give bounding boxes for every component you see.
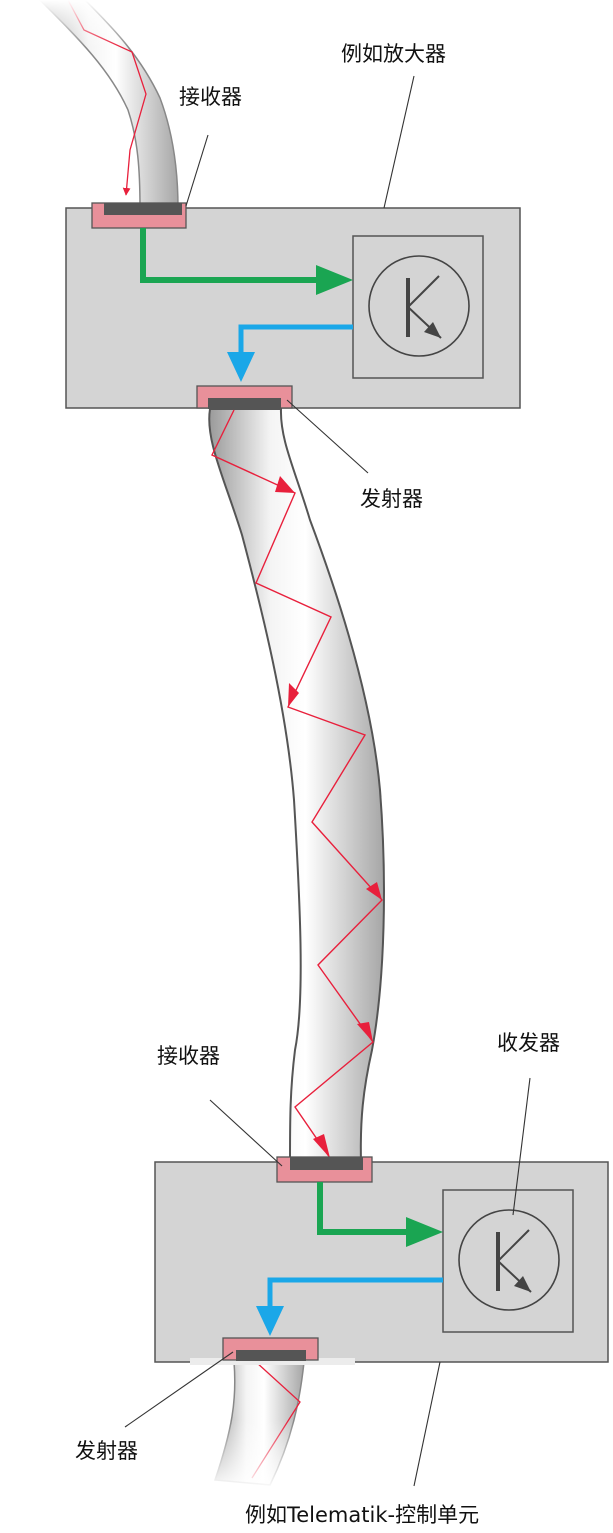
- receiver-connector-top: [91, 202, 187, 229]
- box-edge-highlight: [190, 1358, 355, 1365]
- transmitter-connector-bottom: [222, 1337, 319, 1361]
- transmitter-connector-top: [196, 385, 293, 409]
- transistor-icon: [368, 255, 470, 357]
- blue-signal-arrow-bottom: [256, 1277, 443, 1336]
- transistor-box-bottom: [442, 1189, 574, 1333]
- transistor-box-top: [352, 235, 484, 379]
- ray-arrowhead: [275, 476, 295, 493]
- blue-signal-arrow-top: [227, 324, 353, 382]
- leader-lines: [124, 75, 531, 1487]
- green-signal-arrow-bottom: [317, 1182, 443, 1247]
- ray-arrowhead: [313, 1134, 330, 1158]
- label-transmitter-bottom: 发射器: [75, 1439, 138, 1463]
- ray-arrowhead: [366, 882, 382, 900]
- ray-arrowhead: [357, 1022, 373, 1042]
- transistor-icon: [458, 1209, 560, 1311]
- label-receiver-top: 接收器: [179, 85, 242, 109]
- label-control-unit: 例如Telematik-控制单元: [245, 1503, 479, 1527]
- ray-arrowhead: [288, 683, 299, 707]
- label-amplifier: 例如放大器: [341, 42, 446, 66]
- fiber-outgoing-bottom: [190, 1361, 330, 1490]
- label-receiver-bottom: 接收器: [157, 1044, 220, 1068]
- label-transceiver: 收发器: [497, 1031, 560, 1055]
- green-signal-arrow-top: [140, 228, 353, 295]
- receiver-connector-bottom: [276, 1156, 373, 1183]
- label-transmitter-top: 发射器: [360, 487, 423, 511]
- fiber-main: [208, 408, 385, 1163]
- fiber-incoming-top: [0, 0, 200, 209]
